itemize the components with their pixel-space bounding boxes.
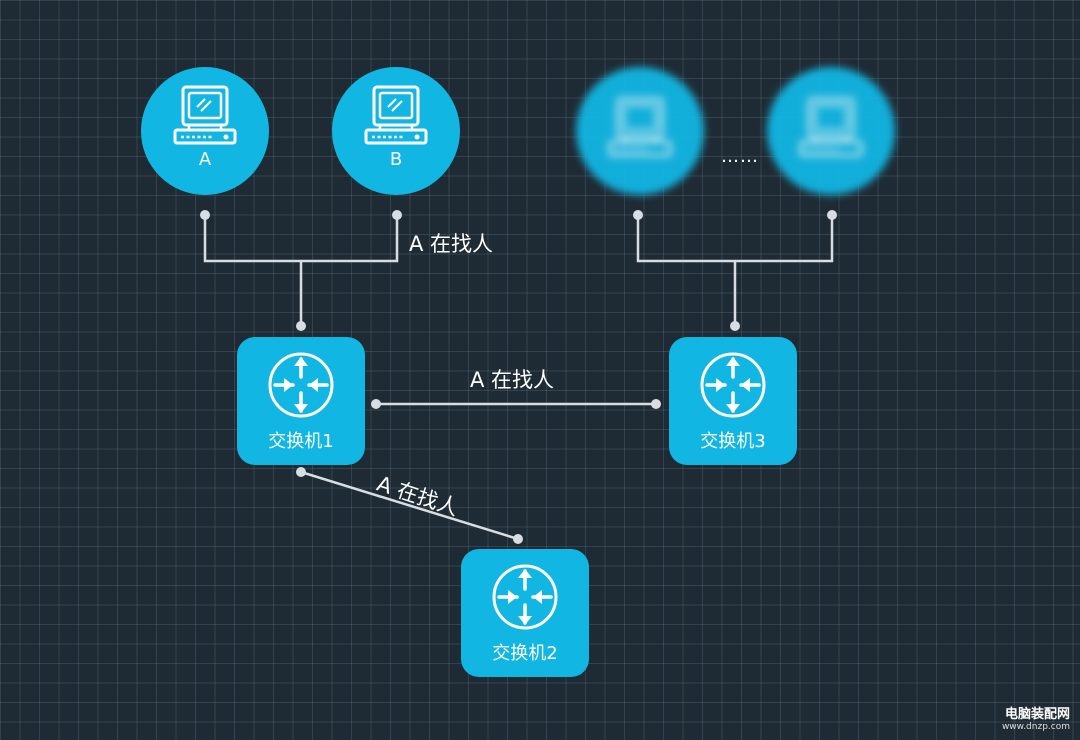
desktop-computer-icon xyxy=(173,85,237,145)
port-dot xyxy=(371,399,381,409)
port-dot xyxy=(296,467,306,477)
computer-label: A xyxy=(198,149,212,170)
computer-a: A xyxy=(141,67,269,195)
link-a-b-switch1 xyxy=(203,215,399,263)
switch-label: 交换机2 xyxy=(492,643,558,664)
computer-b: B xyxy=(332,67,460,195)
watermark: 电脑装配网 www.dnzp.com xyxy=(1002,703,1070,732)
router-arrows-icon xyxy=(492,564,558,630)
desktop-computer-icon xyxy=(364,85,428,145)
switch-1: 交换机1 xyxy=(237,337,365,465)
link-others-switch3 xyxy=(636,215,834,263)
computer-label: B xyxy=(389,149,403,170)
desktop-computer-icon xyxy=(608,97,672,157)
router-arrows-icon xyxy=(700,352,766,418)
desktop-computer-icon xyxy=(799,97,863,157)
more-computers-ellipsis: …… xyxy=(721,146,759,167)
computer-other-1 xyxy=(576,67,704,195)
port-dot xyxy=(633,210,643,220)
port-dot xyxy=(513,534,523,544)
link-switch1-switch2 xyxy=(300,470,519,541)
port-dot xyxy=(651,399,661,409)
switch-label: 交换机1 xyxy=(268,431,334,452)
watermark-url: www.dnzp.com xyxy=(1001,722,1070,732)
router-arrows-icon xyxy=(268,352,334,418)
message-label: A 在找人 xyxy=(409,232,494,256)
port-dot xyxy=(392,210,402,220)
port-dot xyxy=(200,210,210,220)
port-dot xyxy=(827,210,837,220)
switch-label: 交换机3 xyxy=(700,431,766,452)
port-dot xyxy=(730,321,740,331)
switch-2: 交换机2 xyxy=(461,549,589,677)
computer-other-2 xyxy=(767,67,895,195)
switch-3: 交换机3 xyxy=(669,337,797,465)
message-label: A 在找人 xyxy=(470,368,555,392)
watermark-title: 电脑装配网 xyxy=(1004,707,1070,722)
port-dot xyxy=(296,321,306,331)
